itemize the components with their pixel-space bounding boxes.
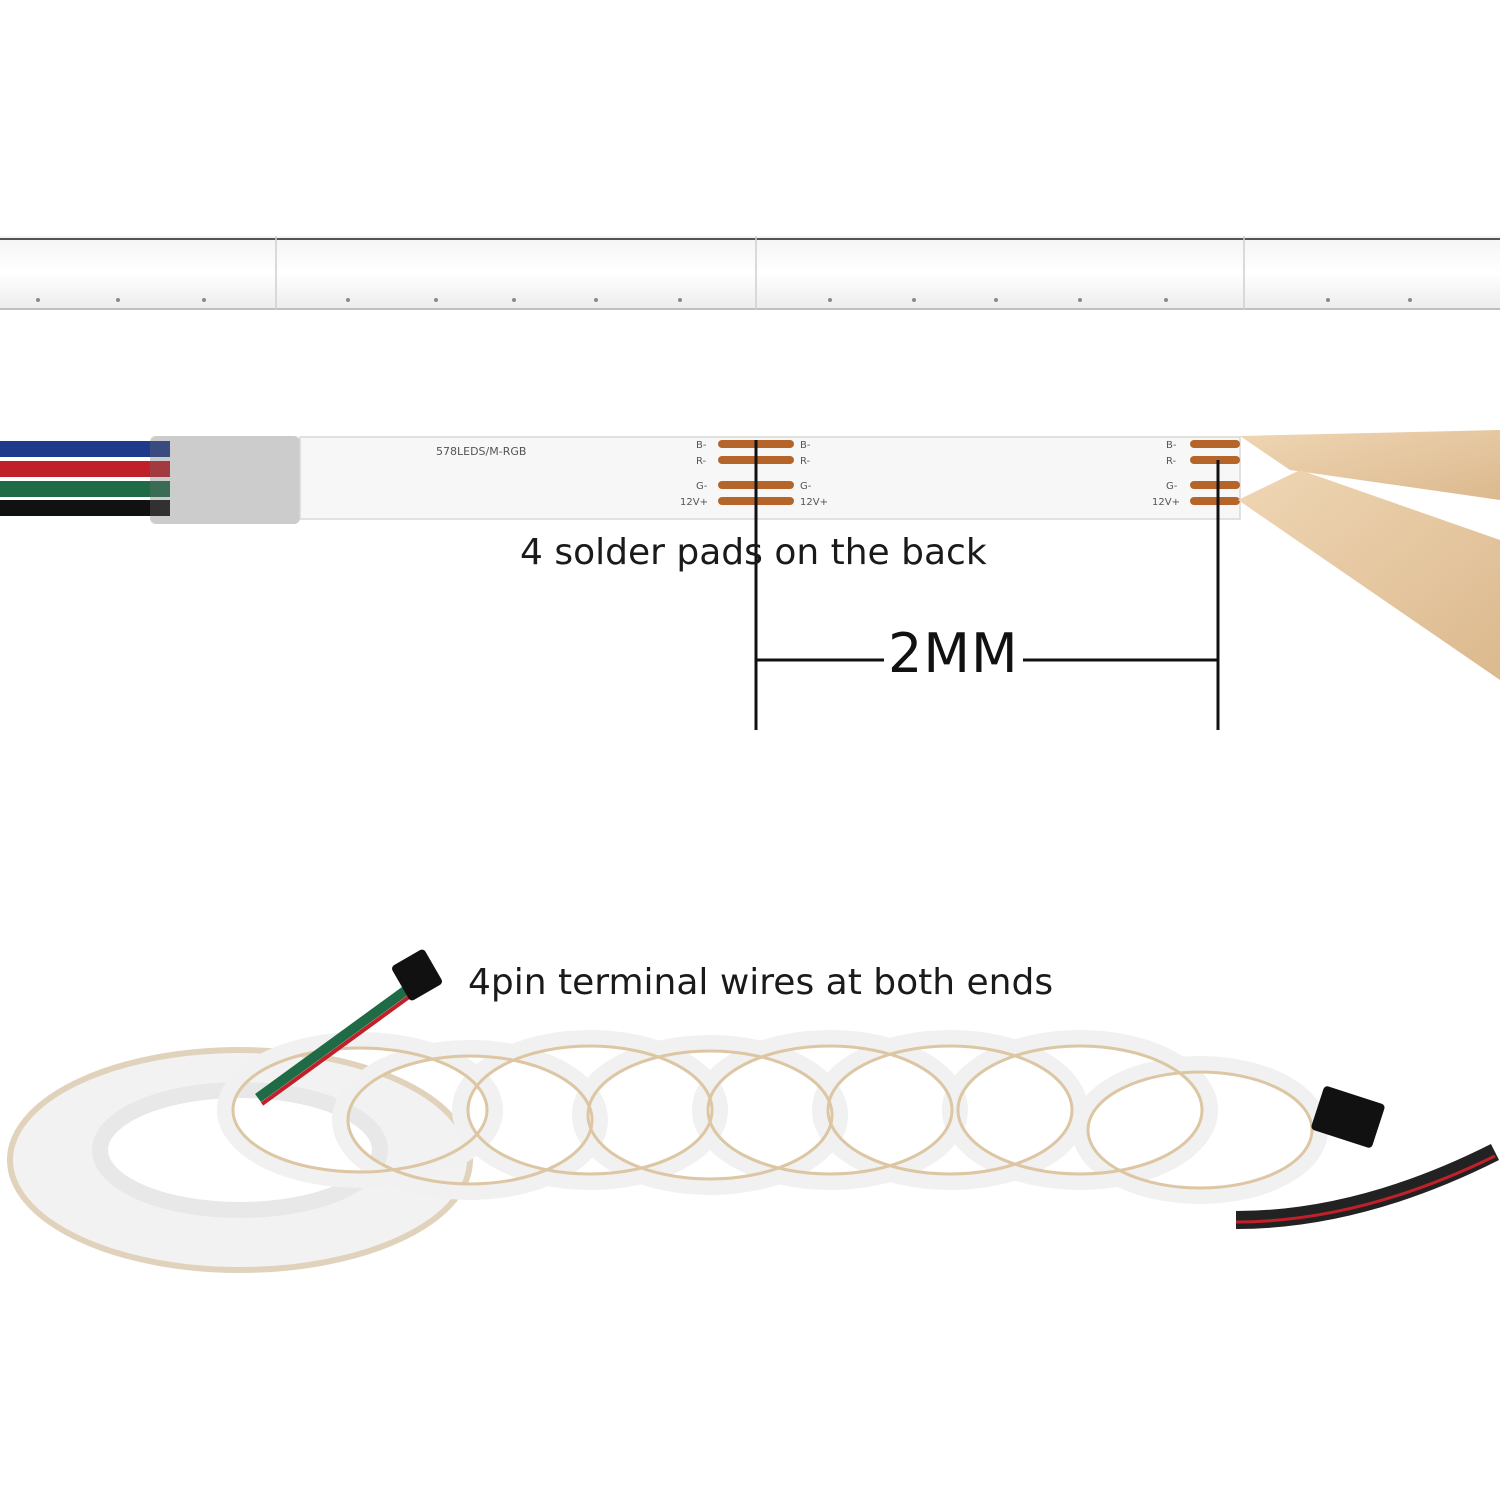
right-connector <box>1235 1086 1500 1229</box>
pad-label: R- <box>1166 456 1177 467</box>
led-dots <box>36 298 1412 302</box>
pad-label: B- <box>1166 440 1177 451</box>
solder-pads-caption: 4 solder pads on the back <box>520 532 987 573</box>
pad-label: B- <box>800 440 811 451</box>
pad-label: 12V+ <box>800 497 828 508</box>
dimension-label: 2MM <box>884 622 1023 685</box>
lead-wires <box>0 436 300 524</box>
adhesive-backing <box>1240 430 1500 500</box>
pad-label: R- <box>800 456 811 467</box>
model-print: 578LEDS/M-RGB <box>436 445 526 458</box>
pad-label: G- <box>1166 481 1178 492</box>
pad-label: G- <box>800 481 812 492</box>
cob-strip-back: 578LEDS/M-RGB B- R- G- 12V+ B- R- <box>0 430 1500 680</box>
left-connector <box>255 949 442 1106</box>
pad-label: R- <box>696 456 707 467</box>
terminal-wires-caption: 4pin terminal wires at both ends <box>468 962 1054 1003</box>
pad-label: 12V+ <box>680 497 708 508</box>
pad-label: G- <box>696 481 708 492</box>
peeled-tape <box>1238 470 1500 680</box>
coiled-strip <box>7 1030 1328 1273</box>
pad-label: B- <box>696 440 707 451</box>
pad-label: 12V+ <box>1152 497 1180 508</box>
cob-strip-front <box>0 236 1500 310</box>
solder-pads-right <box>1190 440 1240 505</box>
